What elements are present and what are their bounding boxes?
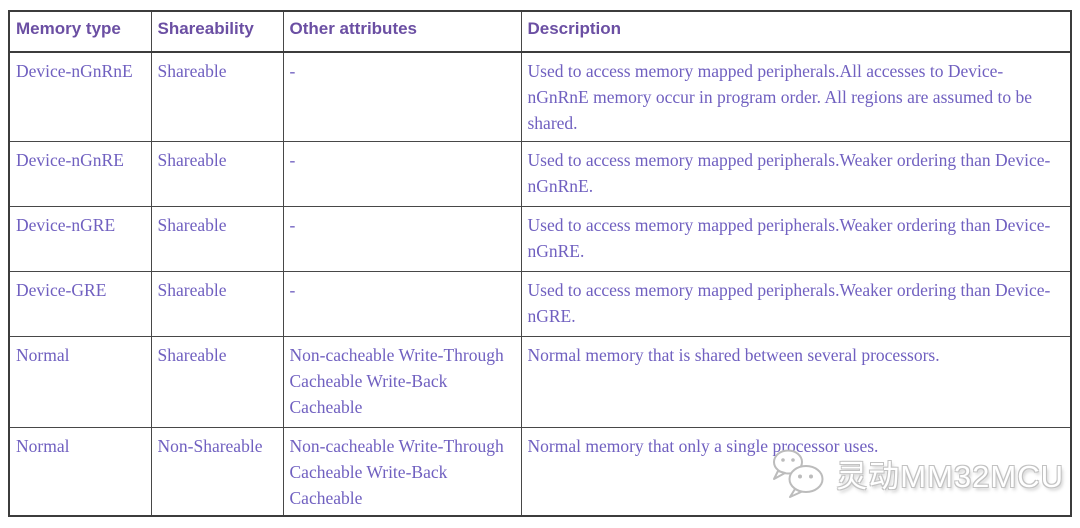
table-row: Device-nGRE Shareable - Used to access m…: [8, 205, 1072, 272]
cell-memory-type: Device-GRE: [8, 270, 152, 337]
cell-shareability: Shareable: [150, 140, 284, 207]
cell-memory-type: Device-nGRE: [8, 205, 152, 272]
cell-other-attributes: -: [282, 270, 522, 337]
cell-other-attributes: -: [282, 205, 522, 272]
column-header-other-attributes: Other attributes: [282, 10, 522, 53]
column-header-description: Description: [520, 10, 1072, 53]
cell-description: Normal memory that only a single process…: [520, 426, 1072, 517]
cell-shareability: Shareable: [150, 335, 284, 428]
cell-description: Used to access memory mapped peripherals…: [520, 140, 1072, 207]
cell-memory-type: Device-nGnRnE: [8, 51, 152, 142]
cell-shareability: Shareable: [150, 205, 284, 272]
table-row: Normal Non-Shareable Non-cacheable Write…: [8, 426, 1072, 517]
cell-description: Used to access memory mapped peripherals…: [520, 51, 1072, 142]
table-row: Device-nGnRE Shareable - Used to access …: [8, 140, 1072, 207]
column-header-memory-type: Memory type: [8, 10, 152, 53]
table-row: Device-GRE Shareable - Used to access me…: [8, 270, 1072, 337]
cell-description: Used to access memory mapped peripherals…: [520, 205, 1072, 272]
cell-other-attributes: Non-cacheable Write-Through Cacheable Wr…: [282, 426, 522, 517]
cell-description: Used to access memory mapped peripherals…: [520, 270, 1072, 337]
memory-attributes-table: Memory type Shareability Other attribute…: [8, 10, 1072, 517]
cell-memory-type: Normal: [8, 335, 152, 428]
table-header-row: Memory type Shareability Other attribute…: [8, 10, 1072, 53]
column-header-shareability: Shareability: [150, 10, 284, 53]
table-row: Normal Shareable Non-cacheable Write-Thr…: [8, 335, 1072, 428]
cell-shareability: Shareable: [150, 51, 284, 142]
cell-other-attributes: -: [282, 51, 522, 142]
cell-other-attributes: Non-cacheable Write-Through Cacheable Wr…: [282, 335, 522, 428]
cell-description: Normal memory that is shared between sev…: [520, 335, 1072, 428]
cell-memory-type: Device-nGnRE: [8, 140, 152, 207]
cell-shareability: Non-Shareable: [150, 426, 284, 517]
cell-other-attributes: -: [282, 140, 522, 207]
table-row: Device-nGnRnE Shareable - Used to access…: [8, 51, 1072, 142]
cell-memory-type: Normal: [8, 426, 152, 517]
cell-shareability: Shareable: [150, 270, 284, 337]
